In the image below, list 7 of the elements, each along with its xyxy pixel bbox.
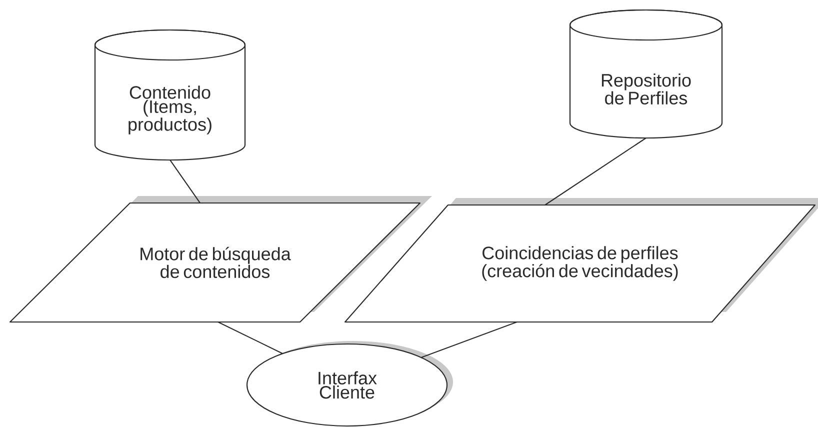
database-cylinder: Contenido (Items, productos) [94,29,246,161]
database-cylinder: Repositorio de Perfiles [569,9,723,139]
process-parallelogram: Coincidencias de perfiles (creación de vecindades) [344,198,818,323]
connector-line [218,322,283,354]
connector-line [170,160,200,204]
connector-line [421,321,518,358]
connector-line [544,138,646,206]
